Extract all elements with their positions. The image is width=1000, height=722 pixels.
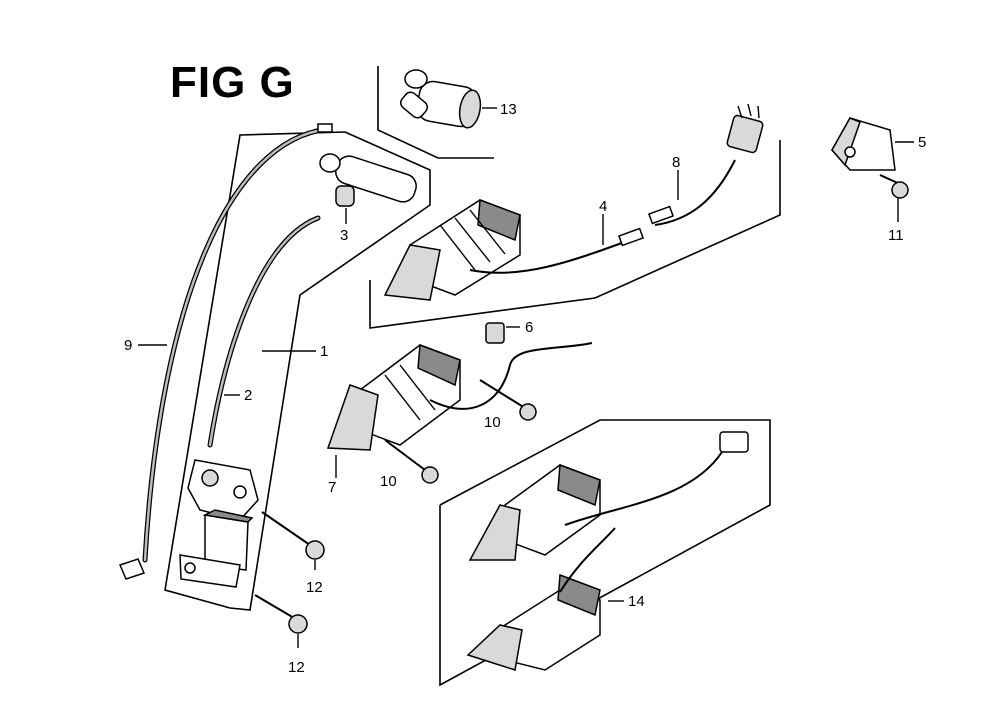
part-14-charge-coils (466, 431, 749, 671)
part-4-exciter-coil (383, 103, 764, 301)
part-3-cap (319, 153, 417, 224)
part-10-bolts (384, 379, 537, 484)
frame-part-14 (439, 419, 771, 687)
callout-14: 14 (628, 593, 645, 610)
part-9-cable (118, 123, 333, 580)
callout-2: 2 (244, 387, 252, 404)
callout-labels: 1 2 3 4 5 6 7 8 9 10 10 11 12 12 13 14 (124, 101, 926, 676)
callout-9: 9 (124, 337, 132, 354)
callout-5: 5 (918, 134, 926, 151)
group-outlines (164, 66, 781, 687)
callout-1: 1 (320, 343, 328, 360)
frame-part-13 (377, 66, 494, 159)
callout-7: 7 (328, 479, 336, 496)
callout-10-upper: 10 (484, 414, 501, 431)
figure-title: FIG G (170, 58, 295, 107)
callout-4: 4 (599, 198, 607, 215)
callout-11: 11 (888, 227, 904, 244)
callout-8: 8 (672, 154, 680, 171)
part-7-coil (326, 322, 593, 478)
callout-3: 3 (340, 227, 348, 244)
part-13-plug-cap (399, 69, 497, 129)
part-5-bracket (831, 117, 914, 222)
frame-part-1 (164, 131, 431, 611)
part-1-ignition-coil (179, 350, 316, 588)
part-12-bolts (254, 511, 325, 648)
callout-13: 13 (500, 101, 517, 118)
callout-10-lower: 10 (380, 473, 397, 490)
frame-part-8 (369, 140, 781, 329)
part-2-lead (207, 215, 321, 448)
callout-12-lower: 12 (288, 659, 305, 676)
callout-6: 6 (525, 319, 533, 336)
callout-12-upper: 12 (306, 579, 323, 596)
